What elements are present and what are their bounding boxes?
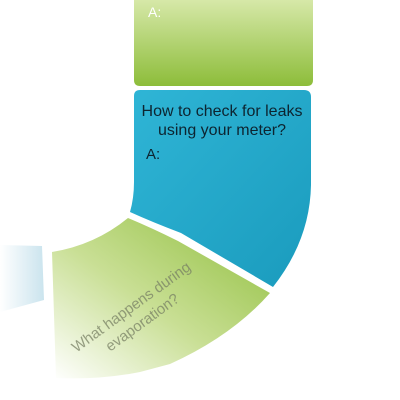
segment-divider — [125, 212, 274, 293]
blue-segment[interactable] — [130, 90, 311, 287]
bottom-green-segment[interactable] — [52, 218, 270, 379]
top-green-segment[interactable] — [134, 0, 313, 86]
left-faded-segment — [0, 245, 44, 312]
